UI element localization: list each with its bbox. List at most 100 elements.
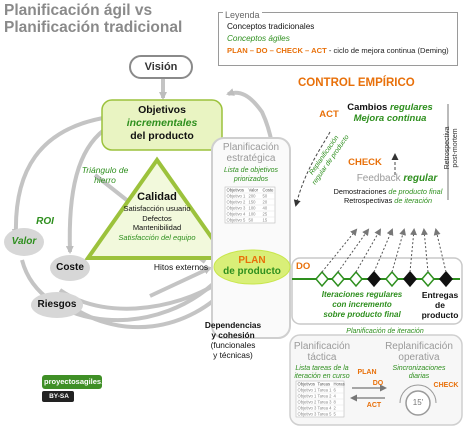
estrategica-label: Planificación estratégica Lista de objet… [212,142,290,184]
objectives-table-cell: 40 [263,206,268,211]
operativa-sub-2: diarias [408,373,430,380]
demos-label: Demostraciones de producto final Retrosp… [318,187,458,205]
estrategica-line-2: estratégica [226,153,276,164]
mini-do-label: DO [372,380,384,387]
tasks-table-cell: Objetivos [298,382,315,387]
riesgos-node [31,292,83,318]
hitos-label: Hitos externos [153,262,209,272]
triangulo-line-2: hierro [94,175,116,185]
retro-vertical-line-2: post-mortem [452,128,459,168]
iteraciones-line-1: Iteraciones regulares [321,290,403,299]
coste-label: Coste [56,262,84,273]
retros-word: Retrospectivas [343,196,393,205]
iteration-diamond [331,270,345,288]
tactica-line-2: táctica [307,352,337,363]
objectives-table-cell: 150 [249,200,257,205]
delivery-diamond [439,270,453,288]
cambios-label: Cambios regulares Mejora continua [340,102,440,124]
objectives-table-cell: Objetivo 5 [227,218,247,223]
valor-node [4,228,44,256]
tactica-sub-1: Lista tareas de la [295,365,349,372]
objectives-table-cell: Objetivo 1 [227,194,247,199]
logo-name: proyectosagiles [44,377,102,386]
objectives-table-cell: 100 [249,206,257,211]
retros-detail: de iteración [394,196,433,205]
do-label: DO [296,261,311,272]
legend-box: Leyenda Conceptos tradicionales Concepto… [218,10,458,66]
tasks-table-cell: Tarea 3 [318,400,333,405]
title-line-2: Planificación tradicional [4,19,183,36]
tasks-table-cell: 5 [334,412,337,417]
objectives-table-cell: 50 [249,218,254,223]
quality-triangle [84,156,230,260]
coste-node [50,255,90,281]
calidad-item-3: Mantenibilidad [132,223,182,232]
mini-plan-label: PLAN [357,369,377,376]
operativa-sub-1: Sincronizaciones [392,365,446,372]
tasks-table-cell: Horas [334,382,345,387]
iteration-diamond [315,270,329,288]
page-title: Planificación ágil vs Planificación trad… [4,2,182,36]
feedback-label: Feedback regular [352,174,442,184]
control-empirico-title: CONTROL EMPÍRICO [298,77,415,89]
estrategica-sub-2: priorizados [233,175,269,183]
estrategica-sub-1: Lista de objetivos [223,167,279,174]
mini-check-label: CHECK [433,382,459,389]
objetivos-line-2: incrementales [126,117,198,129]
tasks-table-cell: 8 [334,400,337,405]
objectives-table-cell: 200 [249,194,257,199]
objectives-table-cell: 15 [263,218,268,223]
tactica-label: Planificación táctica Lista tareas de la… [290,341,354,381]
feedback-regular: regular [403,173,438,184]
retro-vertical-label: Retrospectiva post-mortem [444,108,460,188]
objectives-table-cell: Objetivo 2 [227,200,247,205]
objectives-table-cell: 25 [263,212,268,217]
legend-pdca-desc: - ciclo de mejora continua (Deming) [328,46,449,55]
plan-label: PLAN de producto [214,255,290,277]
cambios-word: Cambios [347,102,388,113]
iteration-diamond [421,270,435,288]
vision-node [129,55,193,79]
triangulo-label: Triángulo de hierro [75,165,135,185]
cambios-line-2: Mejora continua [353,113,427,124]
logo-suffix: .org [101,380,112,386]
objectives-table-cell: Coste [263,188,275,193]
calidad-label: Calidad Satisfacción usuario Defectos Ma… [100,190,214,242]
logo-text: proyectosagiles.org [44,377,111,388]
calidad-title: Calidad [137,191,177,203]
riesgos-label: Riesgos [37,299,77,310]
dependencias-line-2: y cohesión [211,330,255,340]
objectives-table-cell: 100 [249,212,257,217]
tasks-table-cell: Tarea 1 [318,388,333,393]
feedback-arrows [321,228,447,273]
delivery-diamond [367,270,381,288]
tasks-table-cell: 2 [334,406,337,411]
demos-line-2: Retrospectivas de iteración [318,196,458,205]
triangulo-line-1: Triángulo de [81,165,129,175]
legend-pdca: PLAN – DO – CHECK – ACT - ciclo de mejor… [227,46,449,55]
legend-agile: Conceptos ágiles [227,34,290,43]
tasks-table-cell: Objetivo 3 [298,412,318,417]
iteration-diamond [349,270,363,288]
iteraciones-line-3: sobre producto final [323,310,401,319]
feedback-word: Feedback [356,173,401,184]
objetivos-label: Objetivos incrementales del producto [102,104,222,143]
license-badge [42,391,74,402]
cambios-regulares: regulares [389,102,433,113]
objetivos-line-1: Objetivos [138,104,186,116]
title-line-1: Planificación ágil vs [4,2,153,19]
dependencias-line-4: y técnicas) [213,350,253,360]
daily-timer-icon [405,390,431,416]
vision-label: Visión [144,61,178,73]
tasks-table-cell: Tareas [318,382,331,387]
timer-label: 15' [412,398,424,407]
objetivos-line-3: del producto [130,130,194,142]
objectives-table-cell: 50 [263,194,268,199]
tasks-table-cell: Objetivo 3 [298,406,318,411]
replan-arrow [293,131,331,207]
dependencias-line-1: Dependencias [204,320,262,330]
cambios-line-1: Cambios regulares [340,102,440,113]
